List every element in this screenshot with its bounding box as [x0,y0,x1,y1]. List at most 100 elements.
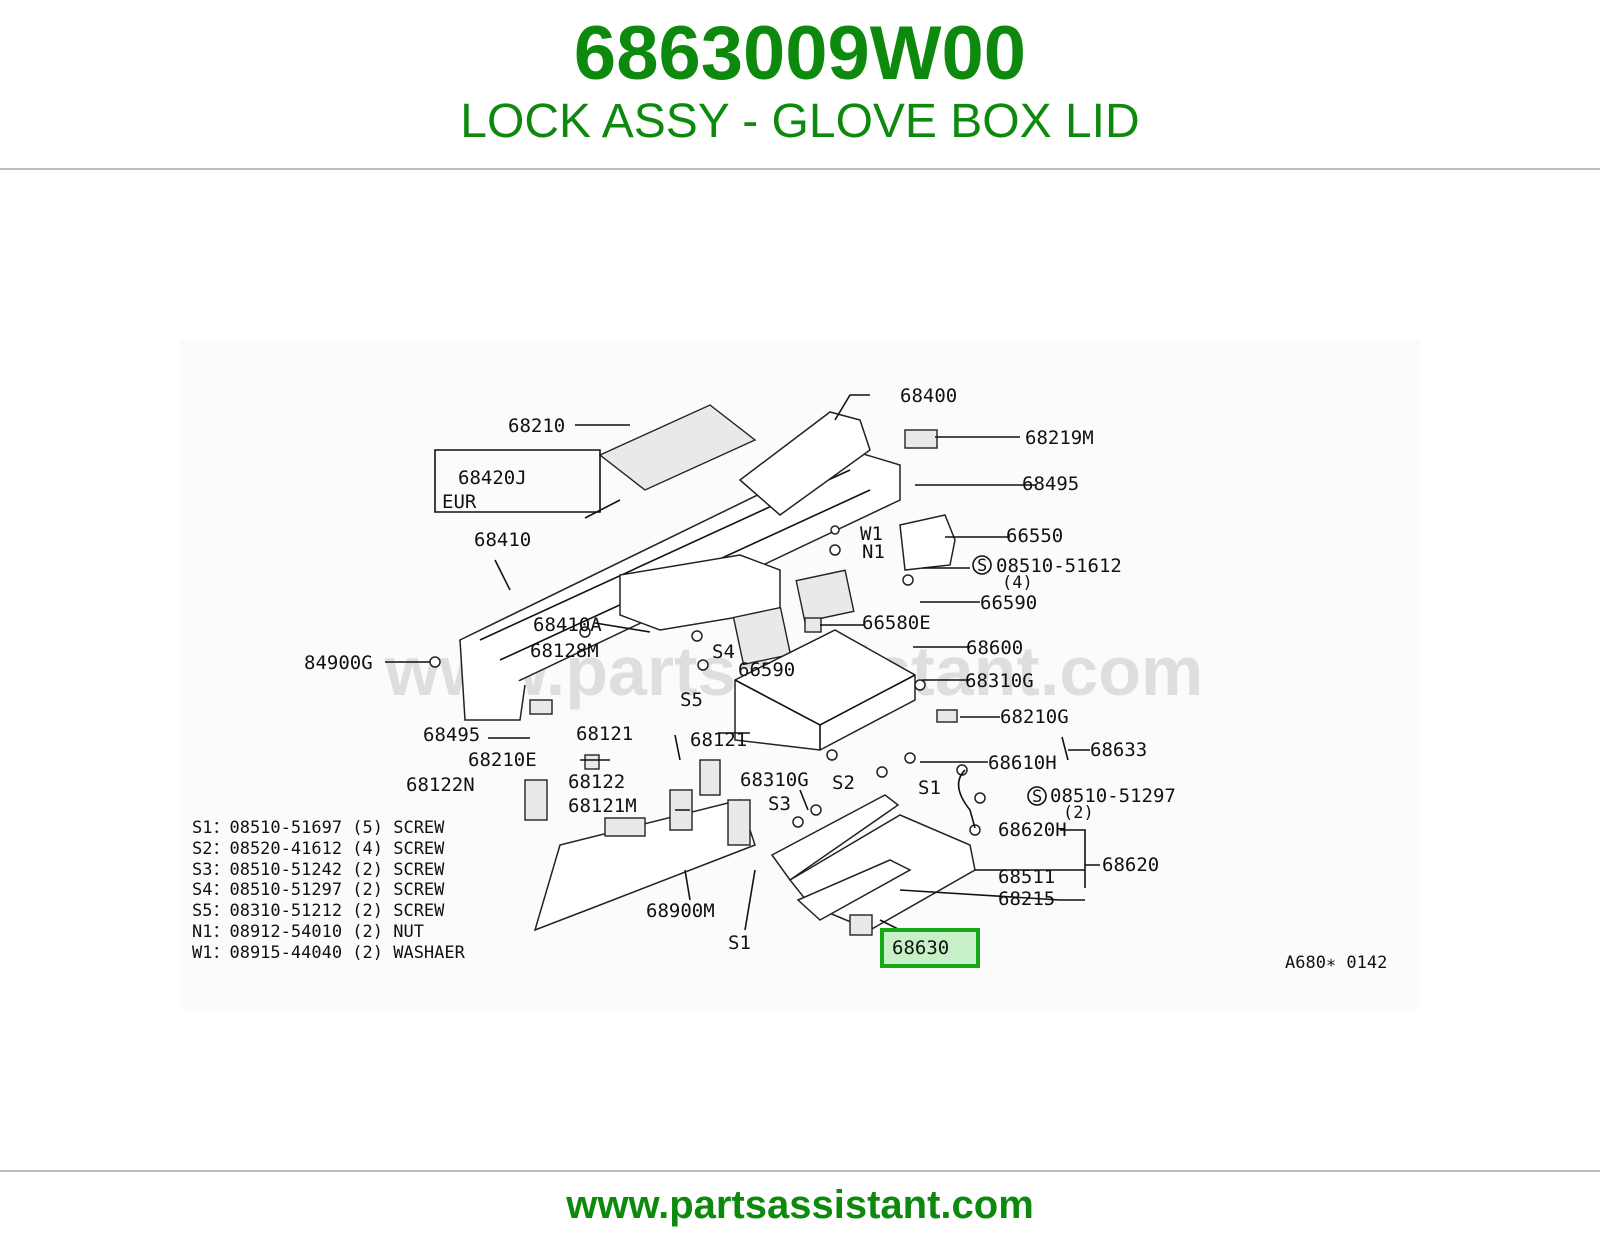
fastener-shape [826,749,838,761]
top-cover-shape [598,404,757,491]
bracket-68121-shape [699,759,721,796]
legend-row: W1：08915-44040 (2) WASHAER [192,943,466,963]
part-label: S3 [768,793,791,815]
clip-68219m-shape [904,429,938,449]
s-letter: S [977,556,987,576]
legend-row: S5：08310-51212 (2) SCREW [192,901,445,921]
part-label: 68121 [576,723,633,745]
bracket-68122n-shape [524,779,548,821]
part-label: 68495 [423,724,480,746]
bracket-68122-right-shape [727,799,751,846]
part-label: (2) [1063,803,1094,823]
part-label: 68310G [965,670,1034,692]
highlight-box[interactable] [880,928,980,968]
side-vent-shape [899,514,956,571]
fastener-shape [876,766,888,778]
clip-68210e-shape [584,754,600,770]
highlight-label[interactable]: 68630 [892,937,949,959]
leader-lines [385,394,1100,931]
part-label: 68410A [533,614,602,636]
part-label: N1 [862,541,885,563]
part-label: 68900M [646,900,715,922]
legend-row: N1：08912-54010 (2) NUT [192,922,424,942]
part-label: 68121M [568,795,637,817]
vent-left-shape [732,606,792,666]
part-label: 68122 [568,771,625,793]
fastener-shape [829,544,841,556]
exploded-parts-diagram: www.partsassistant.com [180,340,1420,1010]
dashboard-left-end [459,639,526,721]
part-label: (4) [1002,573,1033,593]
part-label: S5 [680,689,703,711]
part-label: 68610H [988,752,1057,774]
legend-row: S3：08510-51242 (2) SCREW [192,860,445,880]
part-label: 66550 [1006,525,1063,547]
part-label: 68410 [474,529,531,551]
fastener-shape [579,626,591,638]
part-number: 6863009W00 [573,11,1027,96]
header-divider [0,168,1600,170]
website-link[interactable]: www.partsassistant.com [566,1183,1034,1227]
part-label: 66590 [980,592,1037,614]
glove-lid-inner-shape [770,794,900,882]
part-label: 68128M [530,640,599,662]
fastener-shape [904,752,916,764]
fastener-shape [429,656,441,668]
part-label: 68219M [1025,427,1094,449]
part-label: 68310G [740,769,809,791]
defroster-duct-shape [738,411,871,516]
part-label: 68400 [900,385,957,407]
s-letter: S [1032,787,1042,807]
part-label: 68121 [690,729,747,751]
fastener-shape [974,792,986,804]
clip-68495-shape [529,699,553,715]
lid-finisher-shape [796,859,912,921]
part-label: 68215 [998,888,1055,910]
fastener-shape [902,574,914,586]
fastener-shape [810,804,822,816]
part-label: 66590 [738,659,795,681]
part-label: 68420J [458,467,527,489]
part-label: 08510-51297 [1050,785,1176,807]
fastener-shape [830,525,840,535]
part-label: 68620H [998,819,1067,841]
s-circle-icon [972,555,992,575]
part-label: 66580E [862,612,931,634]
harness-line [957,769,976,829]
part-label: 68600 [966,637,1023,659]
lock-assy-shape [849,914,873,936]
part-label: EUR [442,491,477,513]
glove-box-housing-shape [734,629,916,751]
legend-row: S2：08520-41612 (4) SCREW [192,839,445,859]
footer-divider [0,1170,1600,1172]
bracket-68121m-shape [604,817,646,837]
fastener-shape [691,630,703,642]
part-label: 68210E [468,749,537,771]
part-label: 08510-51612 [996,555,1122,577]
part-label: 68495 [1022,473,1079,495]
part-label: S4 [712,641,735,663]
part-label: 68620 [1102,854,1159,876]
fastener-legend: S1：08510-51697 (5) SCREW S2：08520-41612 … [192,818,466,963]
vent-right-shape [795,569,855,623]
fastener-shape [792,816,804,828]
part-description: LOCK ASSY - GLOVE BOX LID [460,95,1140,148]
part-label: 68511 [998,866,1055,888]
page-header: 6863009W00 LOCK ASSY - GLOVE BOX LID [0,0,1600,168]
part-label: 68210 [508,415,565,437]
legend-row: S1：08510-51697 (5) SCREW [192,818,445,838]
part-label: S2 [832,772,855,794]
diagram-svg: www.partsassistant.com [192,385,1387,973]
s-circle-icon [1027,786,1047,806]
legend-row: S4：08510-51297 (2) SCREW [192,880,445,900]
fastener-shape [697,659,709,671]
part-label: 68633 [1090,739,1147,761]
part-label: 68122N [406,774,475,796]
part-label: W1 [860,523,883,545]
part-label: 84900G [304,652,373,674]
diagram-code: A680∗ 0142 [1285,953,1387,973]
eur-callout-box [434,449,601,513]
fastener-shape [914,679,926,691]
clip-66580e-shape [804,617,822,633]
part-label: 68210G [1000,706,1069,728]
